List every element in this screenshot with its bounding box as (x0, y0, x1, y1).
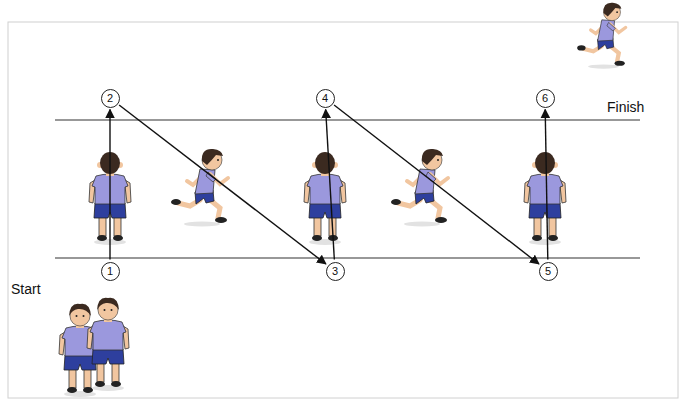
place-label: Start (10, 282, 42, 297)
step-number-circle: 3 (326, 262, 345, 281)
run-arrow (326, 109, 335, 259)
step-number-circle: 1 (101, 262, 120, 281)
step-number: 2 (107, 93, 113, 104)
step-number-circle: 5 (539, 262, 558, 281)
running-boy (171, 149, 228, 227)
step-number: 4 (322, 93, 328, 104)
picture-frame (8, 22, 678, 398)
standing-boy (524, 152, 566, 245)
run-arrow (334, 105, 539, 264)
step-number: 1 (107, 266, 113, 277)
step-number: 6 (542, 93, 548, 104)
run-arrow (109, 110, 110, 260)
run-arrow (545, 109, 548, 259)
waiting-boy (87, 298, 129, 391)
standing-boy (304, 152, 346, 245)
place-label: Finish (606, 100, 645, 115)
step-number: 3 (332, 266, 338, 277)
step-number-circle: 2 (101, 89, 120, 108)
finish-line (55, 119, 640, 120)
step-number: 5 (545, 266, 551, 277)
start-line (55, 257, 640, 258)
running-boy (391, 149, 448, 227)
step-number-circle: 4 (316, 89, 335, 108)
running-boy (577, 3, 625, 69)
run-arrow (119, 105, 326, 264)
step-number-circle: 6 (536, 89, 555, 108)
